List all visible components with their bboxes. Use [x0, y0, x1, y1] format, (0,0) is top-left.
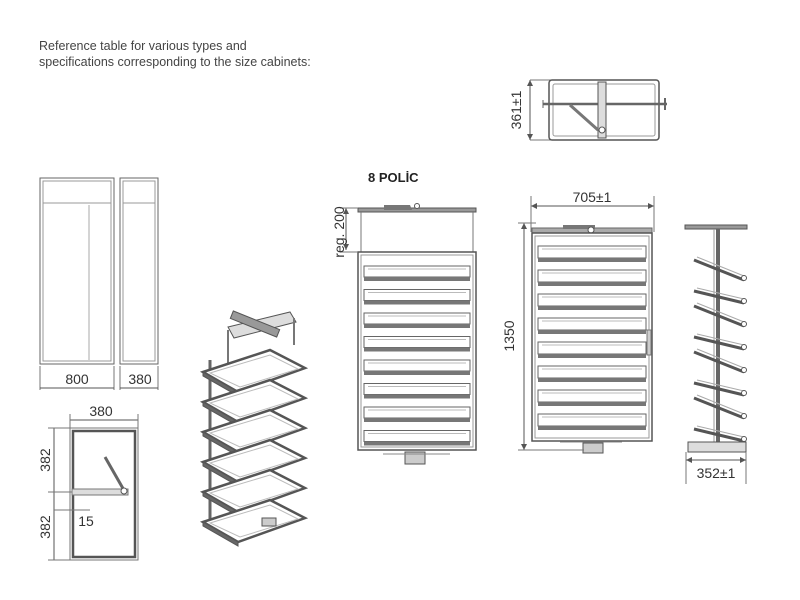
dim-frame-width: 705±1 [573, 189, 612, 205]
cabinet-small [119, 177, 159, 365]
front-elevation-dimensioned [518, 196, 655, 454]
dim-plan-lower: 382 [37, 515, 53, 539]
diagram-title: 8 POLİC [368, 170, 419, 185]
dim-side-depth: 352±1 [697, 465, 736, 481]
front-elevation-adjustable [340, 203, 477, 465]
dim-cabinet-width: 800 [65, 371, 89, 387]
dim-plan-upper: 382 [37, 448, 53, 472]
side-shelves [693, 256, 747, 443]
top-view [527, 79, 667, 141]
cabinet-elevations [39, 177, 159, 390]
dim-plan-width: 380 [89, 403, 113, 419]
intro-line-2: specifications corresponding to the size… [39, 55, 311, 69]
dim-height: 1350 [501, 320, 517, 351]
dim-plan-offset: 15 [78, 513, 94, 529]
cabinet-large [39, 177, 115, 365]
dim-cabinet-side: 380 [128, 371, 152, 387]
shelf-stack-front-dimensioned [537, 245, 647, 430]
intro-text: Reference table for various types and sp… [39, 38, 311, 70]
dim-adjust: reg. 200 [331, 206, 347, 258]
isometric-rack [199, 310, 309, 547]
shelf-stack-front [363, 265, 471, 446]
intro-line-1: Reference table for various types and [39, 39, 247, 53]
dim-top-depth: 361±1 [508, 90, 524, 129]
side-view [684, 224, 748, 484]
plan-view [48, 414, 139, 561]
